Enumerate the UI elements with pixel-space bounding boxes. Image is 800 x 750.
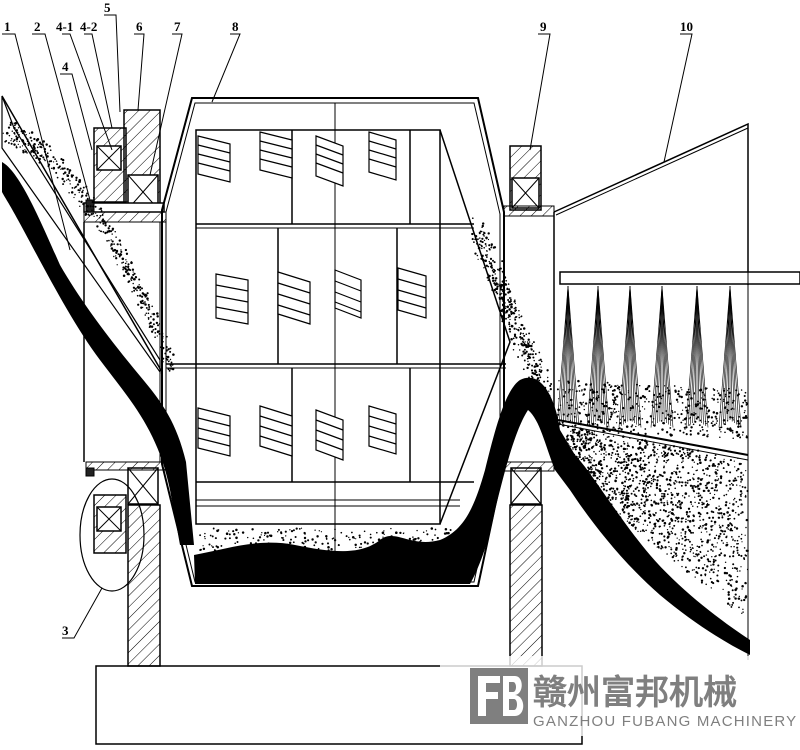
lifter-plate-9 [197, 407, 231, 457]
lifter-plate-1 [197, 135, 231, 183]
spray-nozzle [718, 285, 742, 428]
lifter-plate-11 [315, 409, 344, 461]
left-rail-inner [83, 211, 167, 223]
callout-10: 10 [680, 19, 693, 34]
lifter-plate-7 [334, 269, 362, 319]
callout-9: 9 [540, 19, 547, 34]
detail-circle-3 [79, 478, 145, 592]
lifter-plate-8 [397, 267, 427, 319]
right-lower-rail [503, 461, 555, 472]
screen-cone [439, 129, 511, 525]
watermark-company-cn: 赣州富邦机械 [533, 673, 737, 713]
lifter-plates [197, 131, 427, 461]
spray-bar [559, 271, 800, 285]
screen-cage [195, 129, 441, 525]
lifter-plate-12 [368, 405, 397, 455]
watermark-logo [470, 668, 528, 724]
right-rail [503, 205, 555, 217]
callout-labels: 1 2 4-1 4-2 5 6 7 8 9 10 4 3 [4, 0, 693, 638]
callout-2: 2 [34, 19, 41, 34]
callout-4: 4 [62, 59, 69, 74]
spray-nozzle [618, 285, 642, 428]
discharge-slope-fill [560, 420, 748, 620]
callout-6: 6 [136, 19, 143, 34]
leader-lines [2, 14, 693, 639]
callout-5: 5 [104, 0, 111, 15]
callout-7: 7 [174, 19, 181, 34]
callout-4-1: 4-1 [56, 19, 73, 34]
lifter-plate-3 [315, 135, 344, 187]
lifter-plate-2 [259, 131, 293, 179]
callout-1: 1 [4, 19, 11, 34]
spray-nozzle [556, 285, 580, 428]
lifter-plate-5 [215, 273, 249, 325]
left-lower-seal [85, 467, 95, 477]
callout-4-2: 4-2 [80, 19, 97, 34]
left-lower-rail [85, 461, 167, 471]
right-pedestal [509, 504, 543, 667]
watermark-company-en: GANZHOU FUBANG MACHINERY [533, 713, 797, 730]
ore-stream-feed [2, 162, 194, 545]
watermark: 赣州富邦机械 GANZHOU FUBANG MACHINERY [440, 656, 797, 736]
callout-3: 3 [62, 623, 69, 638]
lifter-plate-10 [259, 405, 293, 457]
spray-nozzle [650, 285, 674, 428]
lifter-plate-6 [277, 271, 311, 325]
spray-hood [553, 122, 749, 285]
lifter-plate-4 [368, 131, 397, 181]
spray-nozzle [685, 285, 709, 428]
sand-particles [2, 121, 749, 615]
ore-bed-drum [194, 377, 750, 655]
callout-8: 8 [232, 19, 239, 34]
